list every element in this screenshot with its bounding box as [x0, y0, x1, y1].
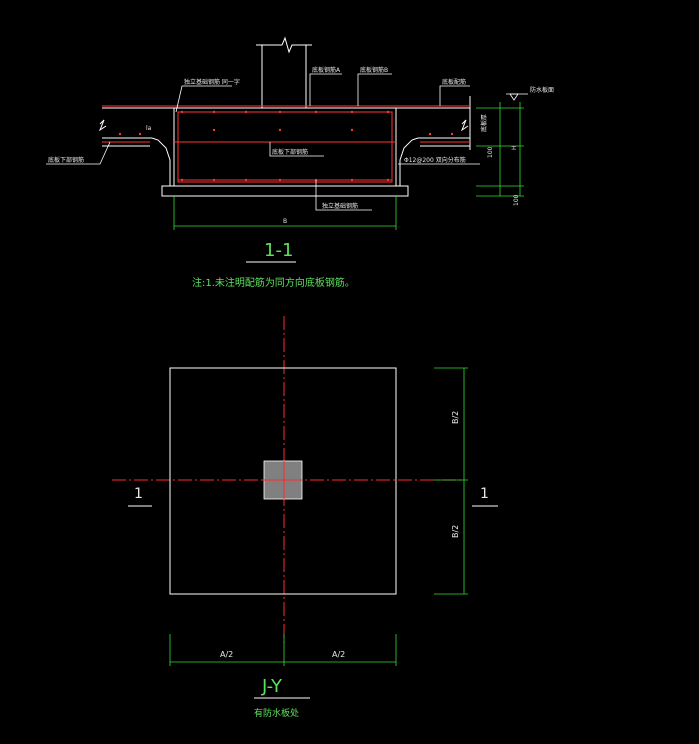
- column-stub: [256, 36, 312, 108]
- section-note: 注:1.未注明配筋为同方向底板钢筋。: [192, 276, 355, 289]
- label-small-100: 100: [487, 146, 494, 158]
- section-1-1: 独立基础钢筋 同一字 底板钢筋A 底板钢筋B 底板配筋 防水板面 底板下部钢筋 …: [46, 36, 554, 289]
- dim-b-top: B/2: [451, 411, 460, 424]
- dim-a-right: A/2: [332, 650, 345, 659]
- label-b: B: [283, 218, 287, 225]
- label-left-slab: 底板下部钢筋: [48, 156, 84, 164]
- footing-outline: [169, 367, 397, 595]
- foundation-body: [161, 107, 409, 197]
- section-b-dim: [173, 196, 397, 230]
- dim-b-bottom: B/2: [451, 525, 460, 538]
- section-title: 1-1: [264, 240, 293, 261]
- waterproof-slab-right: [396, 96, 471, 186]
- waterproof-slab-left: [98, 107, 174, 186]
- rebar-dots: [118, 110, 454, 182]
- dim-a-left: A/2: [220, 650, 233, 659]
- label-bottom-rebar: 独立基础钢筋: [322, 202, 358, 210]
- label-rebar-a: 底板钢筋A: [312, 66, 341, 74]
- plan-j-y: 1 1 B/2 B/2 A/2 A/2 J-Y 有防水板处: [112, 316, 498, 719]
- label-distribution-bar: Φ12@200 双向分布筋: [404, 156, 466, 164]
- label-h: H: [511, 145, 518, 150]
- label-wp-surface: 防水板面: [530, 86, 554, 94]
- label-top-left: 独立基础钢筋 同一字: [184, 78, 240, 86]
- label-slab-bottom: 底板下部钢筋: [272, 148, 308, 156]
- plan-title: J-Y: [261, 676, 283, 697]
- rebar-lines: [102, 105, 470, 183]
- label-100: 100: [513, 194, 520, 206]
- plan-a-dims: [169, 634, 397, 666]
- plan-subtitle: 有防水板处: [254, 707, 299, 719]
- leader-lines: [46, 73, 480, 211]
- label-top-right: 底板配筋: [442, 78, 466, 86]
- label-la: la: [146, 125, 152, 132]
- cut-label-right: 1: [480, 486, 489, 502]
- plan-b-dims: [434, 367, 468, 595]
- section-right-dims: [476, 93, 528, 197]
- label-slab-thk: 底板厚: [480, 114, 488, 132]
- label-rebar-b: 底板钢筋B: [360, 66, 388, 74]
- cut-label-left: 1: [134, 486, 143, 502]
